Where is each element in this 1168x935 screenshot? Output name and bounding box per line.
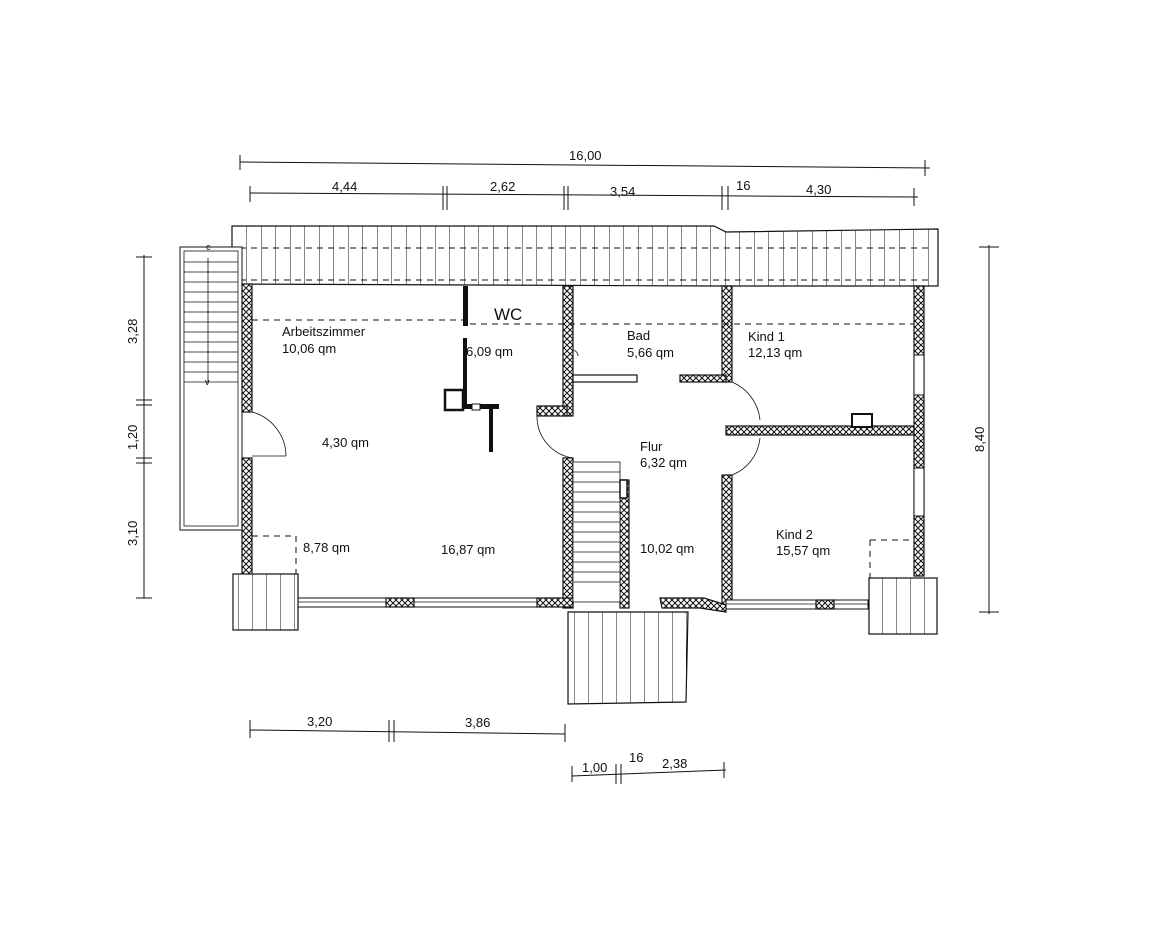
dimension-bottom: 3,20 3,86 [249,714,566,742]
dim-right-height: 8,40 [972,427,987,452]
dimension-top-segments: 4,44 2,62 3,54 16 4,30 [249,178,919,210]
room-bad-name: Bad [627,328,650,343]
room-area-d: 10,02 qm [640,541,694,556]
interior-stair [572,461,628,603]
dim-top-5: 4,30 [806,182,831,197]
dim-left-1: 3,28 [125,319,140,344]
room-wc-area: 6,09 qm [466,344,513,359]
dim-top-2: 2,62 [490,179,515,194]
room-flur-name: Flur [640,439,663,454]
room-kind2-area: 15,57 qm [776,543,830,558]
dim-stair-2: 16 [629,750,643,765]
room-flur-area: 6,32 qm [640,455,687,470]
room-area-c: 16,87 qm [441,542,495,557]
room-kind1-area: 12,13 qm [748,345,802,360]
dim-top-3: 3,54 [610,184,635,199]
corner-pillars [232,573,938,635]
overhang-lines [252,319,914,578]
front-entry-stair [567,611,689,705]
left-exterior-stair: c v [179,242,243,531]
svg-text:v: v [205,377,210,387]
room-area-a: 4,30 qm [322,435,369,450]
room-kind1-name: Kind 1 [748,329,785,344]
dim-stair-1: 1,00 [582,760,607,775]
svg-text:c: c [206,242,211,252]
doors [251,349,761,476]
room-arbeitszimmer-name: Arbeitszimmer [282,324,366,339]
fixtures [443,388,873,428]
dimension-right: 8,40 [972,245,999,614]
room-arbeitszimmer-area: 10,06 qm [282,341,336,356]
dimension-top-overall: 16,00 [239,148,931,176]
room-bad-area: 5,66 qm [627,345,674,360]
dimension-left: 3,28 1,20 3,10 [125,255,152,599]
dim-bottom-2: 3,86 [465,715,490,730]
room-labels: Arbeitszimmer 10,06 qm WC 6,09 qm Bad 5,… [282,305,830,558]
dim-overall-width: 16,00 [569,148,602,163]
dim-stair-3: 2,38 [662,756,687,771]
dim-left-2: 1,20 [125,425,140,450]
roof-band [231,225,939,287]
dim-top-4: 16 [736,178,750,193]
room-area-b: 8,78 qm [303,540,350,555]
dim-top-1: 4,44 [332,179,357,194]
walls [241,283,925,613]
dim-left-3: 3,10 [125,521,140,546]
room-kind2-name: Kind 2 [776,527,813,542]
dim-bottom-1: 3,20 [307,714,332,729]
dimension-stair: 1,00 16 2,38 [571,750,727,784]
room-wc-label: WC [494,305,522,324]
